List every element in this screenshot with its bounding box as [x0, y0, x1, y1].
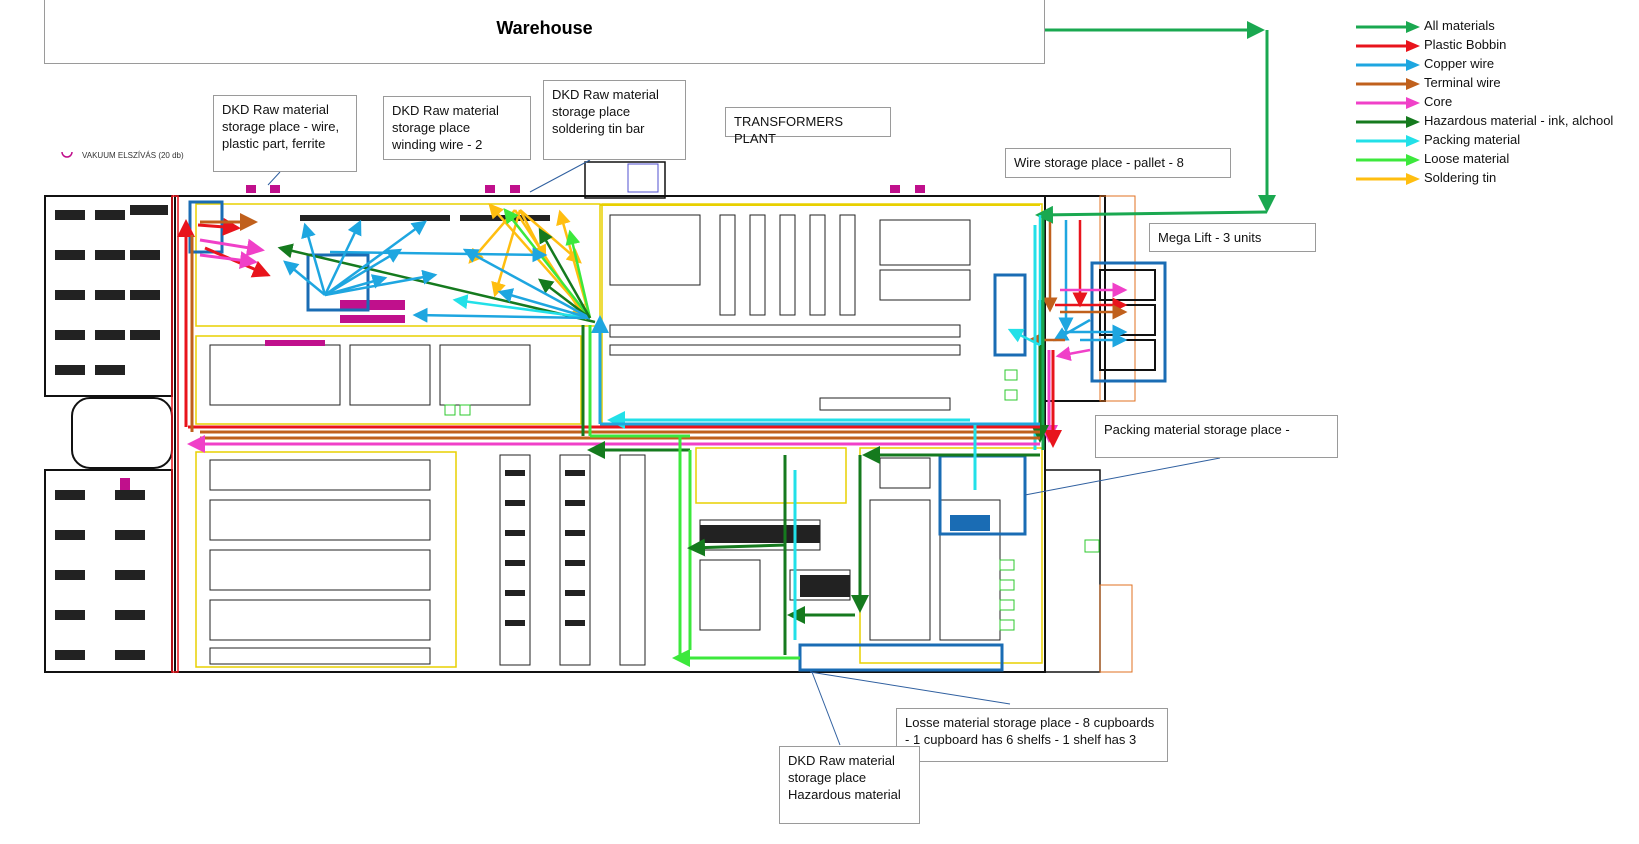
page-title: Warehouse: [496, 18, 593, 38]
legend-label: Core: [1424, 94, 1453, 109]
flow-center-trunks: [581, 325, 1040, 667]
storage-box-loose: [798, 643, 1004, 672]
flow-main-corridor: [187, 315, 1040, 459]
magenta-equipment: [120, 185, 925, 490]
callout-loose-storage: Losse material storage place - 8 cupboar…: [896, 708, 1168, 762]
callout-dkd-wire-plastic: DKD Raw material storage place - wire, p…: [213, 95, 357, 172]
legend-arrow-icon: [1356, 21, 1420, 33]
legend-arrow-icon: [1356, 40, 1420, 52]
stairs: [627, 163, 659, 193]
legend-item: Soldering tin: [1356, 169, 1636, 188]
callout-wire-pallet: Wire storage place - pallet - 8: [1005, 148, 1231, 178]
legend-arrow-icon: [1356, 78, 1420, 90]
office-desks: [55, 205, 168, 660]
legend-item: Core: [1356, 93, 1636, 112]
legend-label: Packing material: [1424, 132, 1521, 147]
storage-box-wire-pallet: [993, 273, 1027, 357]
legend-arrow-icon: [1356, 97, 1420, 109]
vacuum-icon: [61, 151, 73, 158]
legend-item: Copper wire: [1356, 55, 1636, 74]
flow-mega-lift: [1027, 220, 1128, 362]
callout-mega-lift: Mega Lift - 3 units: [1149, 223, 1316, 252]
legend-item: Hazardous material - ink, alchool: [1356, 112, 1636, 131]
legend-item: Packing material: [1356, 131, 1636, 150]
mega-lift-box: [1090, 261, 1167, 383]
flow-all-materials: [1035, 21, 1276, 224]
flow-fan-upper-left: [277, 203, 596, 324]
legend-label: Plastic Bobbin: [1424, 37, 1507, 52]
legend-arrow-icon: [1356, 154, 1420, 166]
callout-dkd-winding: DKD Raw material storage place winding w…: [383, 96, 531, 160]
callout-dkd-soldering: DKD Raw material storage place soldering…: [543, 80, 686, 160]
legend-label: Terminal wire: [1424, 75, 1501, 90]
flow-left-trunks: [177, 213, 271, 432]
legend-arrow-icon: [1356, 135, 1420, 147]
mega-lift-units: [1099, 269, 1156, 371]
plant-label: TRANSFORMERS PLANT: [725, 107, 891, 146]
vacuum-label: VAKUUM ELSZÍVÁS (20 db): [82, 151, 184, 160]
legend-label: Soldering tin: [1424, 170, 1497, 185]
packing-arrow-right: [1007, 328, 1041, 347]
stairwell: [584, 161, 666, 199]
callout-dkd-hazardous: DKD Raw material storage place Hazardous…: [779, 746, 920, 824]
legend-item: All materials: [1356, 17, 1636, 36]
machine-clusters: [209, 214, 1001, 666]
legend-label: Copper wire: [1424, 56, 1495, 71]
legend-arrow-icon: [1356, 173, 1420, 185]
legend-label: All materials: [1424, 18, 1495, 33]
legend-arrow-icon: [1356, 116, 1420, 128]
warehouse-box: Warehouse: [44, 0, 1045, 64]
legend-arrow-icon: [1356, 59, 1420, 71]
packing-rack: [950, 515, 990, 531]
flow-fan-copper: [283, 219, 548, 297]
legend-item: Plastic Bobbin: [1356, 36, 1636, 55]
callout-packing-storage: Packing material storage place -: [1095, 415, 1338, 458]
callout-leaders: [267, 159, 1221, 746]
legend-label: Hazardous material - ink, alchool: [1424, 113, 1614, 128]
legend-label: Loose material: [1424, 151, 1510, 166]
legend-item: Loose material: [1356, 150, 1636, 169]
legend-item: Terminal wire: [1356, 74, 1636, 93]
green-boxes: [444, 369, 1100, 631]
office-wing-left: [44, 195, 173, 673]
